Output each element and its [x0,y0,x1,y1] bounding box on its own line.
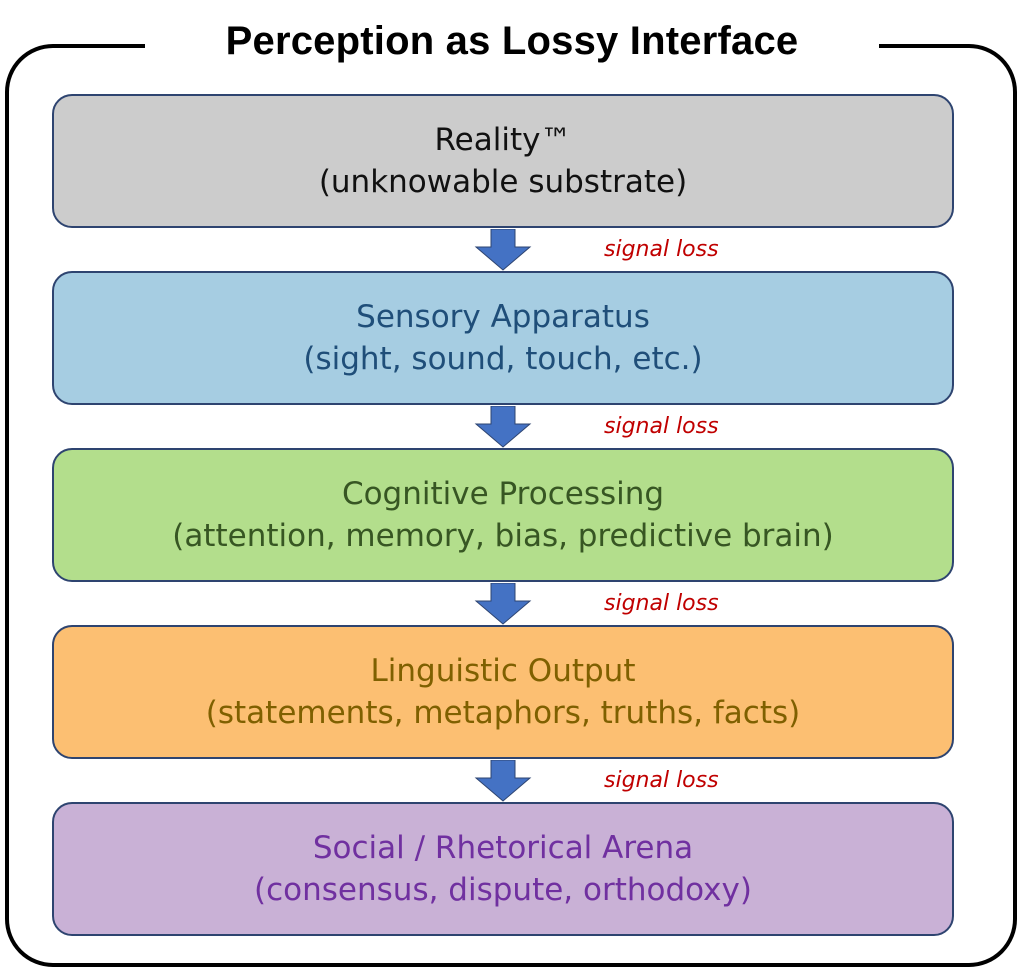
layer-detail: (statements, metaphors, truths, facts) [205,695,801,731]
layer-detail: (unknowable substrate) [318,164,688,200]
layer-reality: Reality™ (unknowable substrate) [52,94,954,228]
layer-social-rhetorical-arena: Social / Rhetorical Arena (consensus, di… [52,802,954,936]
down-arrow-icon [474,229,532,271]
signal-loss-label: signal loss [604,591,719,616]
layer-linguistic-output: Linguistic Output (statements, metaphors… [52,625,954,759]
layer-cognitive-processing: Cognitive Processing (attention, memory,… [52,448,954,582]
signal-loss-label: signal loss [604,237,719,262]
down-arrow-icon [474,406,532,448]
down-arrow-icon [474,760,532,802]
layer-detail: (sight, sound, touch, etc.) [303,341,703,377]
layer-detail: (consensus, dispute, orthodoxy) [254,872,752,908]
layer-heading: Cognitive Processing [341,476,665,512]
layer-heading: Social / Rhetorical Arena [312,830,694,866]
signal-loss-label: signal loss [604,768,719,793]
diagram-title: Perception as Lossy Interface [145,8,879,78]
layer-heading: Linguistic Output [370,653,636,689]
signal-loss-label: signal loss [604,414,719,439]
layer-sensory-apparatus: Sensory Apparatus (sight, sound, touch, … [52,271,954,405]
layer-heading: Reality™ [434,122,572,158]
layer-heading: Sensory Apparatus [356,299,650,335]
down-arrow-icon [474,583,532,625]
layer-detail: (attention, memory, bias, predictive bra… [172,518,834,554]
